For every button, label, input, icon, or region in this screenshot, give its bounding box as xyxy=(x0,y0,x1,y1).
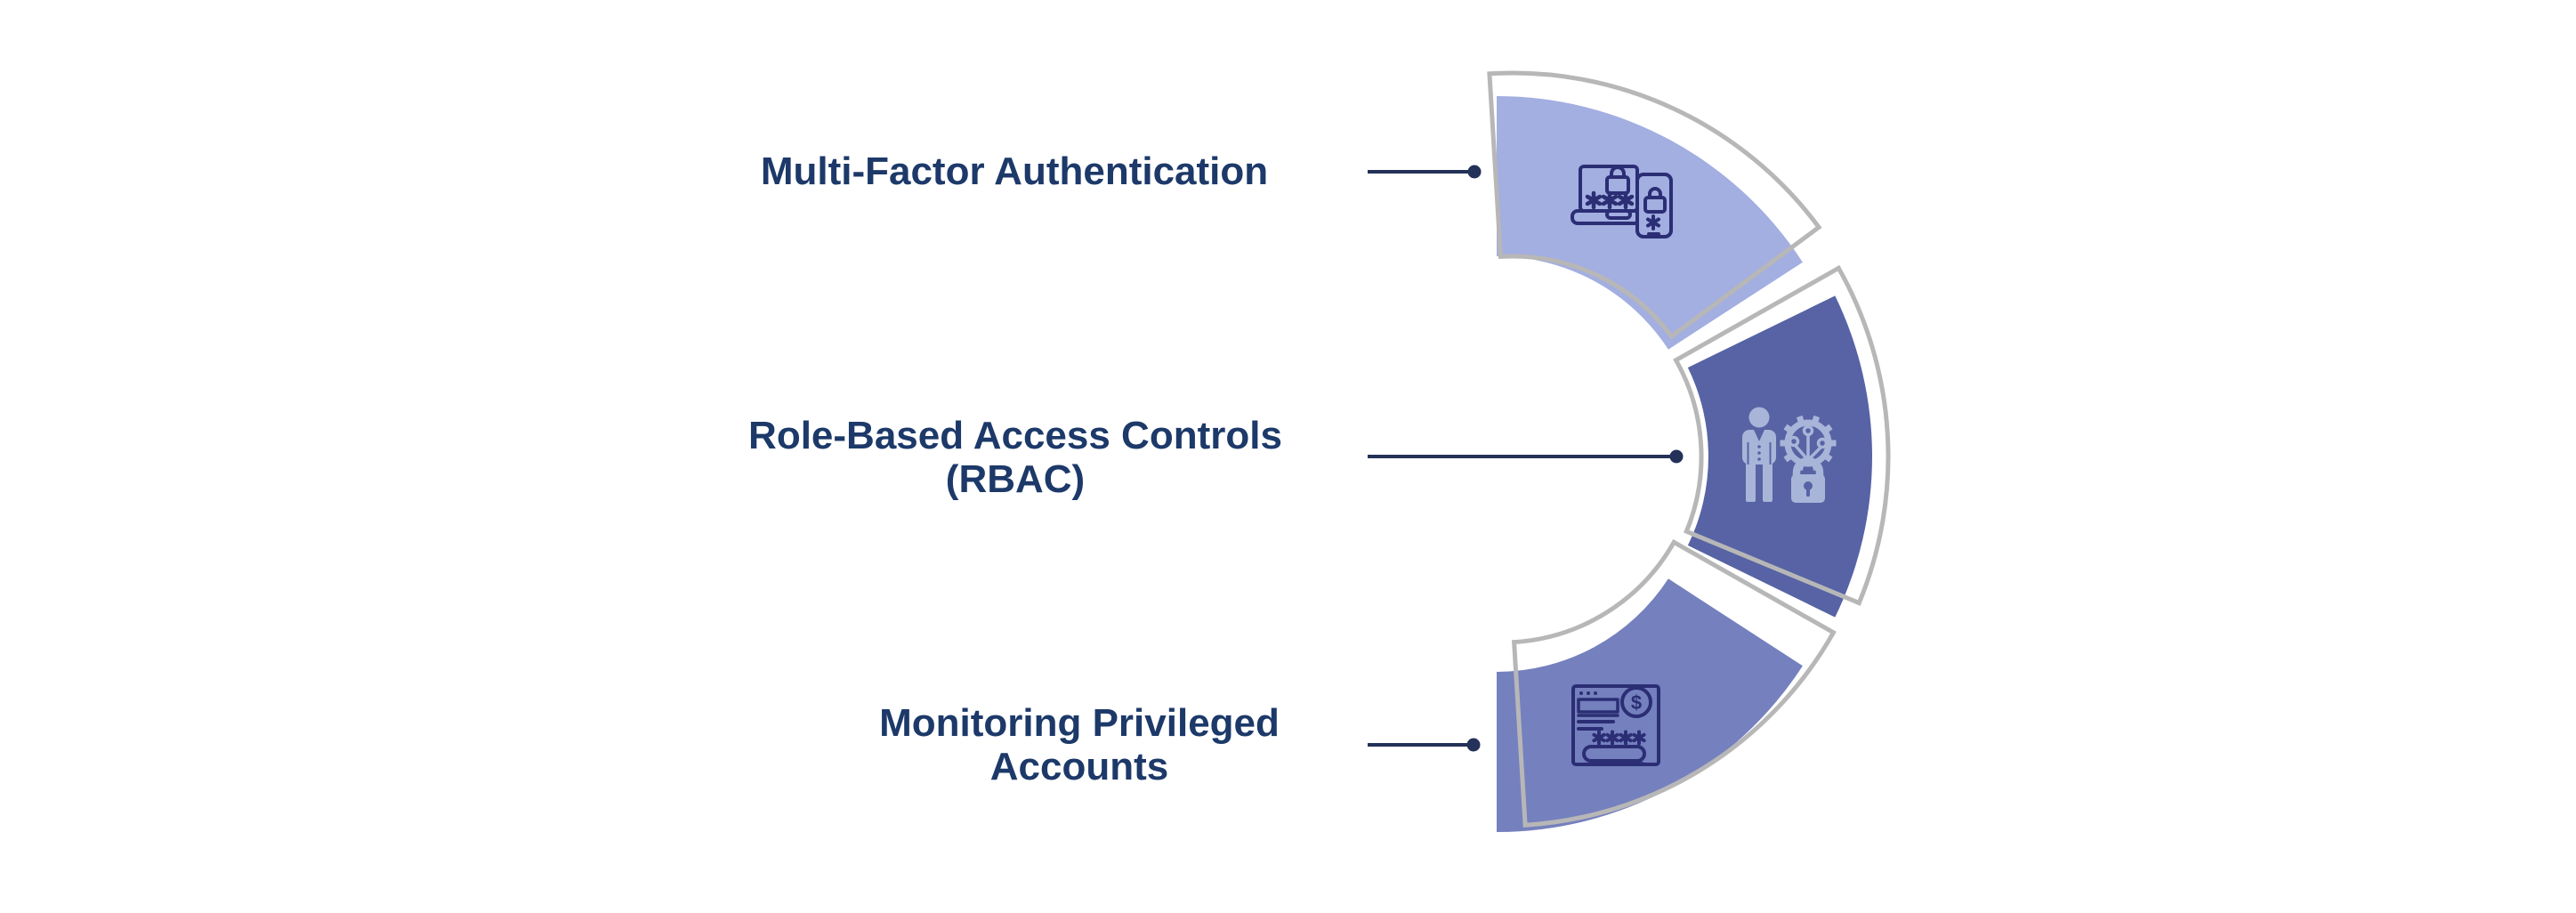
dollar-symbol: $ xyxy=(1631,691,1642,714)
form-field xyxy=(1577,698,1619,714)
phone-lock-body xyxy=(1643,196,1667,214)
submit-pill-button xyxy=(1582,745,1646,763)
label-monitoring-line-1: Monitoring Privileged xyxy=(879,701,1280,745)
label-mfa: Multi-Factor Authentication xyxy=(614,149,1415,193)
browser-dollar-password-icon: $ xyxy=(1571,684,1660,766)
person-leg-right xyxy=(1763,463,1773,502)
label-mfa-line-1: Multi-Factor Authentication xyxy=(760,149,1269,193)
screen-lock-body xyxy=(1605,175,1630,195)
segment-rbac xyxy=(1687,295,1872,618)
person-suit-details xyxy=(1747,430,1772,465)
password-dots xyxy=(1592,730,1646,746)
laptop-password-phone-lock-icon xyxy=(1571,165,1673,238)
label-rbac-line-1: Role-Based Access Controls xyxy=(748,414,1282,457)
segment-monitoring-outline xyxy=(1511,538,1837,828)
connectors xyxy=(1368,170,1676,747)
segment-outlines xyxy=(1487,70,1891,828)
padlock-keyhole xyxy=(1804,481,1813,497)
connector-dot-rbac xyxy=(1669,449,1684,464)
label-monitoring-line-2: Accounts xyxy=(989,745,1169,788)
label-monitoring: Monitoring Privileged Accounts xyxy=(679,701,1480,788)
screen-lock-shackle xyxy=(1610,166,1626,179)
phone-body xyxy=(1635,173,1673,238)
circuit-nodes xyxy=(1788,424,1829,460)
browser-dots xyxy=(1579,691,1597,695)
label-rbac-line-2: (RBAC) xyxy=(945,457,1086,501)
password-asterisks xyxy=(1585,190,1635,210)
person-leg-left xyxy=(1746,463,1756,502)
person-head xyxy=(1748,407,1770,428)
laptop-notch xyxy=(1605,209,1632,220)
padlock-shackle xyxy=(1792,456,1824,476)
connector-dot-monitoring xyxy=(1466,738,1481,752)
segment-mfa-outline xyxy=(1487,70,1822,340)
phone-asterisk xyxy=(1646,214,1660,230)
connector-dot-mfa xyxy=(1467,165,1482,179)
segment-rbac-outline xyxy=(1673,264,1891,606)
label-rbac: Role-Based Access Controls (RBAC) xyxy=(615,414,1416,501)
phone-lock-shackle xyxy=(1648,187,1662,199)
person-gear-padlock-icon xyxy=(1742,407,1837,503)
dollar-circle xyxy=(1620,686,1652,718)
connector-dots xyxy=(1466,165,1684,752)
